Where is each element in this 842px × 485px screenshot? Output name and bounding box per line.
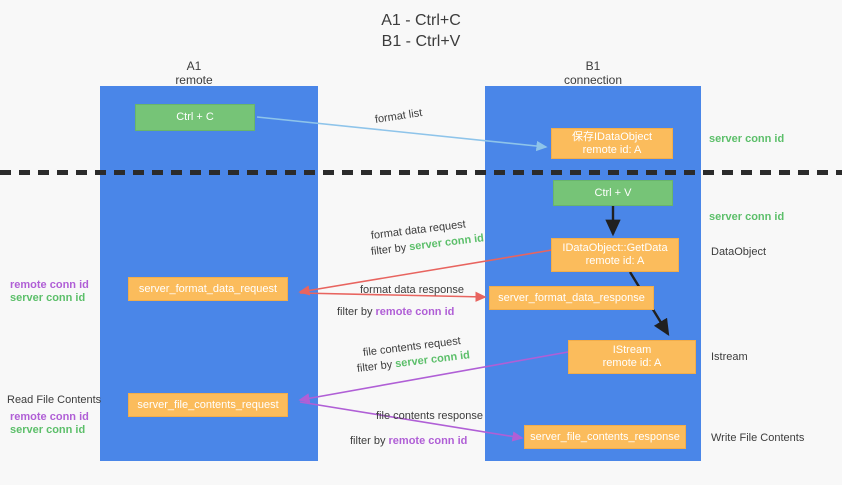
box-server-format-data-response-label: server_format_data_response: [498, 291, 645, 304]
lane-header-a1: A1 remote: [129, 59, 259, 87]
box-istream[interactable]: IStream remote id: A: [568, 340, 696, 374]
box-istream-line2: remote id: A: [602, 357, 662, 369]
page-title-line2: B1 - Ctrl+V: [381, 33, 461, 50]
box-idataobject-getdata[interactable]: IDataObject::GetData remote id: A: [551, 238, 679, 272]
lane-header-b1-subtitle: connection: [563, 73, 623, 87]
label-format-data-request-filter-prefix: filter by: [370, 241, 410, 258]
side-label-right-server-conn-id-1: server conn id: [709, 133, 785, 145]
label-file-contents-response-filter-key: remote conn id: [388, 435, 468, 447]
side-label-read-file-contents: Read File Contents: [7, 394, 102, 406]
page-title-line1: A1 - Ctrl+C: [381, 12, 461, 29]
dashed-divider: [0, 170, 842, 175]
lane-header-b1-title: B1: [585, 59, 601, 73]
lane-header-a1-subtitle: remote: [175, 73, 213, 87]
box-server-format-data-request[interactable]: server_format_data_request: [128, 277, 288, 301]
label-format-list: format list: [374, 107, 424, 126]
side-label-right-write-file-contents: Write File Contents: [711, 432, 805, 444]
box-server-format-data-response[interactable]: server_format_data_response: [489, 286, 654, 310]
box-idataobject-save[interactable]: 保存IDataObject remote id: A: [551, 128, 673, 159]
page-title: A1 - Ctrl+C B1 - Ctrl+V: [271, 10, 571, 52]
box-ctrl-v[interactable]: Ctrl + V: [553, 180, 673, 206]
label-format-data-response-filter: filter by remote conn id: [337, 305, 454, 319]
side-label-right-dataobject: DataObject: [711, 246, 767, 258]
box-ctrl-c[interactable]: Ctrl + C: [135, 104, 255, 131]
box-idataobject-getdata-line1: IDataObject::GetData: [562, 242, 668, 254]
box-idataobject-save-line2: remote id: A: [582, 143, 642, 156]
box-server-file-contents-response-label: server_file_contents_response: [530, 430, 680, 443]
label-file-contents-request-filter-prefix: filter by: [356, 358, 396, 375]
side-label-left-server-conn-id: server conn id: [10, 292, 86, 304]
lane-header-a1-title: A1: [186, 59, 202, 73]
label-file-contents-response-filter-prefix: filter by: [350, 435, 389, 447]
label-file-contents-response-filter: filter by remote conn id: [350, 434, 467, 448]
label-file-contents-response: file contents response: [376, 410, 484, 422]
side-label-left-server-conn-id-2: server conn id: [10, 424, 86, 436]
side-label-left-remote-conn-id: remote conn id: [10, 279, 89, 291]
label-format-data-response-filter-key: remote conn id: [375, 306, 455, 318]
box-ctrl-c-label: Ctrl + C: [176, 111, 214, 123]
box-server-file-contents-response[interactable]: server_file_contents_response: [524, 425, 686, 449]
box-idataobject-getdata-line2: remote id: A: [585, 255, 645, 267]
box-ctrl-v-label: Ctrl + V: [594, 186, 632, 199]
side-label-right-istream: Istream: [711, 351, 748, 363]
label-format-data-response: format data response: [360, 284, 464, 296]
box-server-format-data-request-label: server_format_data_request: [138, 282, 278, 295]
label-format-data-response-filter-prefix: filter by: [337, 306, 376, 318]
box-istream-line1: IStream: [612, 344, 652, 356]
box-server-file-contents-request-label: server_file_contents_request: [137, 398, 279, 411]
side-label-left-remote-conn-id-2: remote conn id: [10, 411, 89, 423]
box-idataobject-save-line1: 保存IDataObject: [571, 130, 653, 143]
side-label-right-server-conn-id-2: server conn id: [709, 211, 785, 223]
box-server-file-contents-request[interactable]: server_file_contents_request: [128, 393, 288, 417]
lane-header-b1: B1 connection: [528, 59, 658, 87]
